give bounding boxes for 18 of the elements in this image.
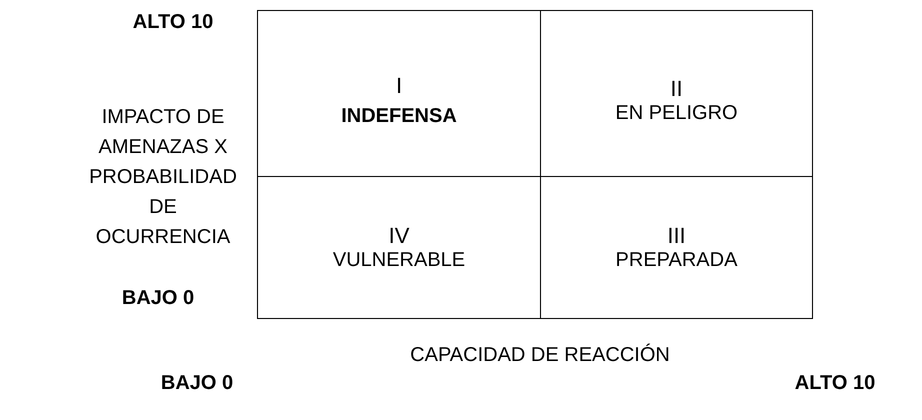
quadrant-cell xyxy=(540,176,813,319)
axis-min-label: BAJO 0 xyxy=(120,286,196,311)
axis-max-label: ALTO 10 xyxy=(132,10,214,35)
quadrant-cell xyxy=(257,10,541,177)
quadrant-label: PREPARADA xyxy=(616,248,738,272)
axis-min-label: BAJO 0 xyxy=(160,371,234,396)
quadrant-number: III xyxy=(667,224,686,248)
quadrant-number: IV xyxy=(388,224,410,248)
quadrant-number: II xyxy=(670,76,683,100)
quadrant-cell xyxy=(257,176,541,319)
axis-title: IMPACTO DE AMENAZAS X PROBABILIDAD DE OCURRENCIA xyxy=(88,105,238,250)
quadrant-label: VULNERABLE xyxy=(332,248,466,272)
quadrant-label: EN PELIGRO xyxy=(615,100,738,124)
axis-max-label: ALTO 10 xyxy=(794,371,876,396)
quadrant-number: I xyxy=(396,74,402,98)
quadrant-label: INDEFENSA xyxy=(341,104,457,128)
axis-title: CAPACIDAD DE REACCIÓN xyxy=(409,342,671,368)
quadrant-cell xyxy=(540,10,813,177)
